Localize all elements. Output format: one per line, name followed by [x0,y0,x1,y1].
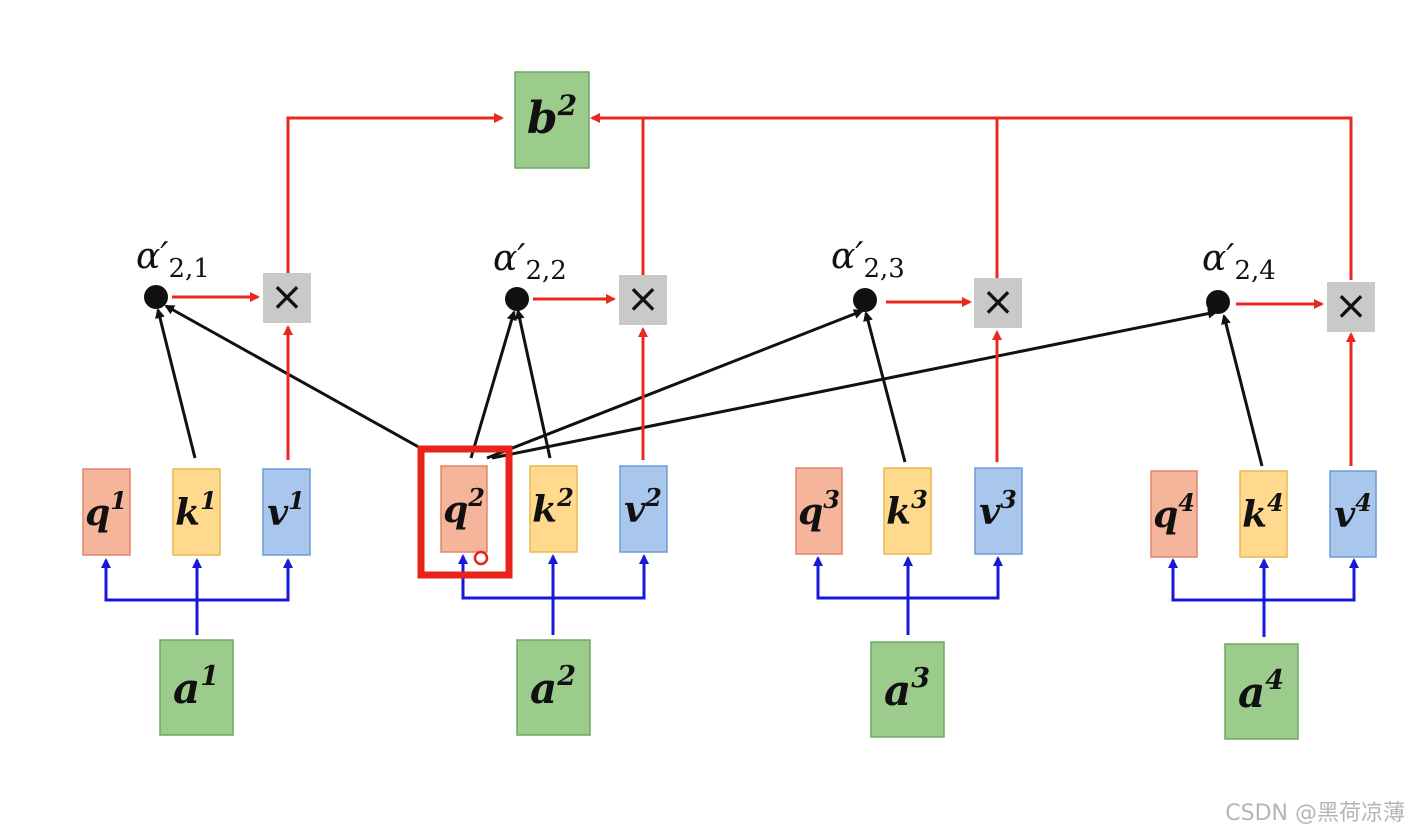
score-label-2: α′2,2 [493,238,567,286]
key-box-2 [529,465,578,553]
output-index: 2 [557,89,577,122]
query-label-1: q1 [85,486,127,534]
input-box-4 [1224,643,1299,740]
input-box-2 [516,639,591,736]
multiply-icon-1: × [270,274,304,320]
multiply-icon-2: × [626,276,660,322]
score-label-4: α′2,4 [1202,238,1276,286]
output-b2: b2 [514,71,590,169]
input-box-1 [159,639,234,736]
output-symbol: b [527,93,558,144]
multiply-icon-3: × [981,279,1015,325]
key-label-2: k2 [532,483,574,531]
key-box-1 [172,468,221,556]
value-label-3: v3 [979,485,1017,533]
key-label-1: k1 [175,486,217,534]
query-highlight-box [417,445,513,579]
query-label-2: q2 [443,483,485,531]
input-label-2: a2 [530,661,576,713]
weighted-sum-arrows [172,113,1356,466]
cursor-marker [473,550,489,566]
value-box-4 [1329,470,1377,558]
query-box-4 [1150,470,1198,558]
value-label-2: v2 [624,483,662,531]
score-dot-2 [505,287,529,311]
query-label-4: q4 [1153,488,1195,536]
value-box-1 [262,468,311,556]
multiply-box-1 [263,273,311,323]
query-box-3 [795,467,843,555]
key-box-3 [883,467,932,555]
multiply-box-2 [619,275,667,325]
multiply-icon-4: × [1334,283,1368,329]
input-label-1: a1 [173,661,219,713]
score-dot-1 [144,285,168,309]
query-label-3: q3 [798,485,840,533]
group-2: α′2,2 × q2 k2 v2 a2 [417,238,668,736]
value-label-1: v1 [267,486,305,534]
multiply-box-4 [1327,282,1375,332]
query-box-2 [440,465,488,553]
score-dot-3 [853,288,877,312]
group-1: α′2,1 × q1 k1 v1 a1 [82,236,311,736]
input-label-3: a3 [884,663,930,715]
group-4: α′2,4 × q4 k4 v4 a4 [1150,238,1377,740]
query-box-1 [82,468,131,556]
value-box-2 [619,465,668,553]
value-label-4: v4 [1334,488,1372,536]
score-label-1: α′2,1 [136,236,210,284]
watermark: CSDN @黑荷凉薄 [1225,801,1405,826]
input-label-4: a4 [1238,665,1284,717]
key-label-4: k4 [1242,488,1284,536]
multiply-box-3 [974,278,1022,328]
projection-arrows [101,554,1359,637]
key-label-3: k3 [886,485,928,533]
group-3: α′2,3 × q3 k3 v3 a3 [795,236,1023,738]
value-box-3 [974,467,1023,555]
svg-text:b2: b2 [527,89,577,144]
key-box-4 [1239,470,1288,558]
input-box-3 [870,641,945,738]
score-label-3: α′2,3 [831,236,905,284]
attention-arrows [155,304,1264,467]
score-dot-4 [1206,290,1230,314]
